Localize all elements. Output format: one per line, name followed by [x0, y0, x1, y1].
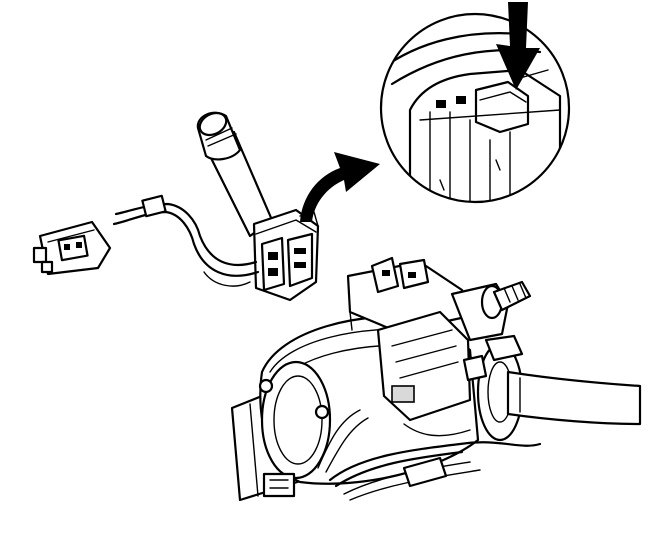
- detail-view: [379, 12, 571, 204]
- detail-callout-arrow: [300, 152, 380, 222]
- press-tab-arrow: [496, 2, 540, 90]
- multifunction-switch: [196, 111, 320, 302]
- wiring-harness-connector: [32, 194, 260, 287]
- steering-column: [230, 256, 642, 502]
